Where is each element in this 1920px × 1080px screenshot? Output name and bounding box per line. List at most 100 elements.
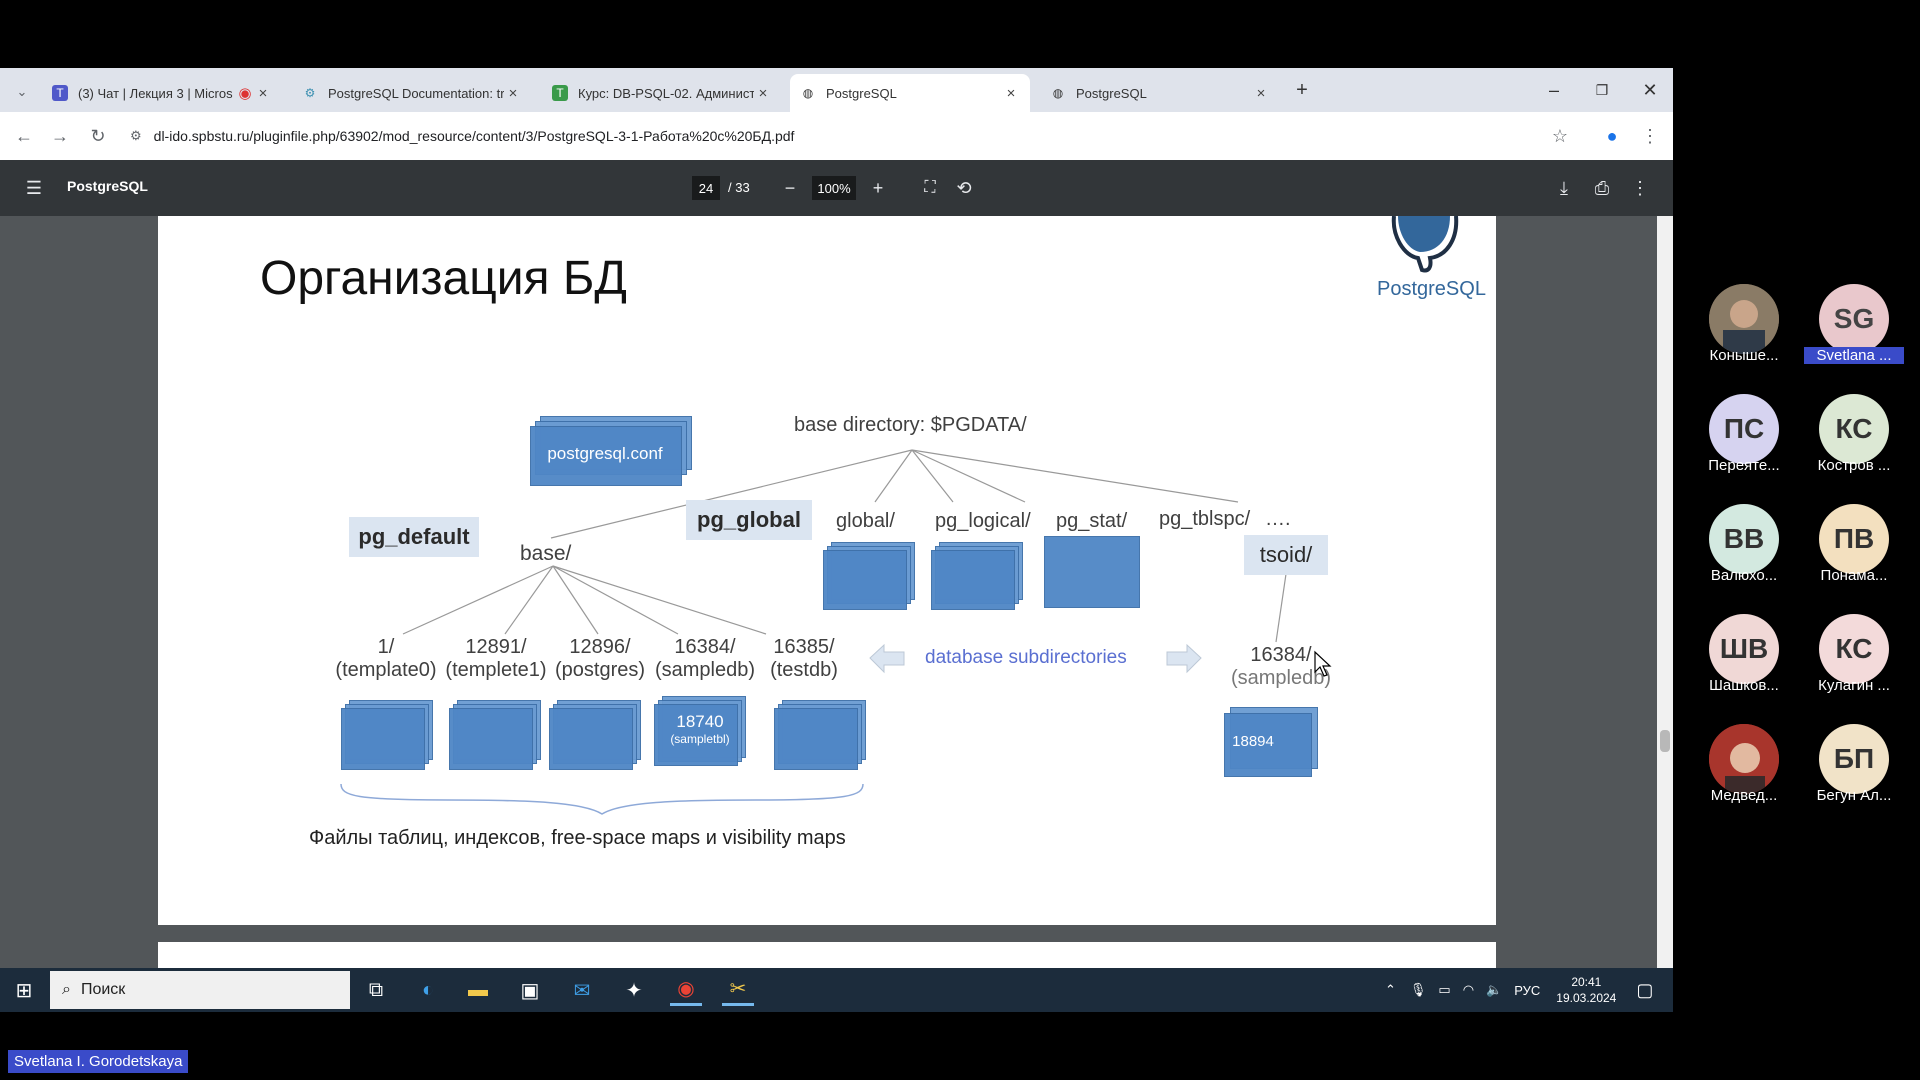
active-speaker-label: Svetlana I. Gorodetskaya [8, 1050, 189, 1073]
tray-chevron-icon[interactable]: ⌃ [1385, 982, 1396, 997]
tab-label: PostgreSQL [826, 85, 897, 101]
url-field[interactable]: ⚙ dl-ido.spbstu.ru/pluginfile.php/63902/… [130, 120, 1530, 152]
tab-course[interactable]: Т Курс: DB-PSQL-02. Администр × [542, 74, 782, 112]
participant-avatar[interactable]: КС [1819, 614, 1889, 684]
reload-button[interactable]: ↻ [90, 125, 106, 146]
tab-bar: ⌄ T (3) Чат | Лекция 3 | Micros ◉ × ⚙ Po… [0, 68, 1673, 112]
tab-postgres-docs[interactable]: ⚙ PostgreSQL Documentation: tr × [292, 74, 532, 112]
participant-name: Медвед... [1710, 787, 1778, 804]
scrollbar-thumb[interactable] [1660, 730, 1670, 752]
tablespace-db-dir: 16384/ (sampledb) [1226, 644, 1336, 690]
battery-icon[interactable]: ▭ [1438, 982, 1451, 997]
participant-avatar-photo[interactable] [1709, 724, 1779, 794]
next-pdf-page [158, 942, 1496, 968]
participant-avatar[interactable]: ПВ [1819, 504, 1889, 574]
notifications-icon[interactable]: ▢ [1636, 979, 1654, 1000]
new-tab-button[interactable]: + [1296, 78, 1308, 101]
close-icon[interactable]: × [758, 84, 768, 102]
restore-button[interactable]: ❐ [1595, 81, 1609, 98]
close-icon[interactable]: × [258, 84, 268, 102]
tab-postgresql-active[interactable]: ◍ PostgreSQL × [790, 74, 1030, 112]
template1-files-icon [449, 700, 541, 770]
bookmark-star-icon[interactable]: ☆ [1551, 125, 1569, 146]
rotate-icon[interactable]: ⟲ [956, 177, 972, 198]
directory-tree-lines [340, 449, 1287, 815]
pdf-viewer[interactable]: Организация БД PostgreSQL [0, 216, 1673, 968]
edge-icon[interactable]: ◐ [421, 978, 435, 1001]
zoom-input[interactable]: 100% [812, 176, 856, 200]
app-pinned-icon[interactable]: ✂ [722, 974, 754, 1006]
page-number-input[interactable]: 24 [692, 176, 720, 200]
db-oid: 16384/ [1250, 644, 1312, 666]
pg-stat-dir-label: pg_stat/ [1056, 510, 1128, 532]
participant-name: Валюхо... [1710, 567, 1778, 584]
close-window-button[interactable]: ✕ [1642, 79, 1658, 100]
menu-icon[interactable]: ⋮ [1641, 125, 1659, 146]
person-photo-icon [1709, 724, 1779, 794]
tab-postgresql[interactable]: ◍ PostgreSQL × [1040, 74, 1280, 112]
participant-avatar[interactable]: SG [1819, 284, 1889, 354]
microphone-icon[interactable]: 🎙 [1409, 982, 1427, 997]
pdf-toolbar: ☰ PostgreSQL 24 / 33 − 100% + ⛶ ⟲ ⤓ ⎙ ⋮ [0, 160, 1673, 216]
participant-avatar-photo[interactable] [1709, 284, 1779, 354]
pg-default-label: pg_default [349, 517, 479, 557]
mouse-cursor-icon [1314, 650, 1332, 677]
tab-label: PostgreSQL Documentation: tr [328, 85, 504, 101]
windows-taskbar: ⊞ ⌕ Поиск ⧉ ◐ ▬ ▣ ✉ ✦ ◉ ✂ ⌃ 🎙 ▭ ◠ 🔈 РУС … [0, 968, 1673, 1012]
file-explorer-icon[interactable]: ▬ [468, 978, 488, 1001]
db-dir-template0: 1/ (template0) [333, 636, 439, 682]
download-icon[interactable]: ⤓ [1560, 177, 1568, 198]
task-view-icon[interactable]: ⧉ [368, 978, 384, 1001]
forward-button[interactable]: → [51, 125, 69, 146]
back-button[interactable]: ← [15, 125, 33, 146]
db-dir-postgres: 12896/ (postgres) [551, 636, 649, 682]
volume-icon[interactable]: 🔈 [1486, 982, 1503, 997]
fit-page-icon[interactable]: ⛶ [924, 179, 936, 196]
language-indicator[interactable]: РУС [1514, 982, 1541, 998]
windows-start-icon[interactable]: ⊞ [15, 979, 33, 1002]
teams-icon: T [52, 85, 68, 101]
chrome-icon[interactable]: ◉ [670, 974, 702, 1006]
global-files-icon [823, 542, 915, 610]
participant-name: Переяте... [1708, 457, 1780, 474]
zoom-out-button[interactable]: − [784, 177, 796, 198]
mail-icon[interactable]: ✉ [573, 979, 591, 1002]
tab-search-icon[interactable]: ⌄ [16, 84, 28, 99]
db-oid: 16385/ [773, 636, 835, 658]
pdf-title: PostgreSQL [67, 178, 148, 194]
pg-tblspc-dir-label: pg_tblspc/ [1159, 508, 1251, 530]
postgresql-conf-label: postgresql.conf [547, 444, 663, 463]
participant-avatar[interactable]: ШВ [1709, 614, 1779, 684]
participant-avatar[interactable]: КС [1819, 394, 1889, 464]
close-icon[interactable]: × [1006, 84, 1016, 102]
db-oid: 16384/ [674, 636, 736, 658]
close-icon[interactable]: × [508, 84, 518, 102]
close-icon[interactable]: × [1256, 84, 1266, 102]
wifi-icon[interactable]: ◠ [1462, 982, 1475, 997]
tab-label: PostgreSQL [1076, 85, 1147, 101]
globe-icon: ◍ [1052, 86, 1064, 100]
database-subdirectories-label: database subdirectories [925, 647, 1127, 668]
scrollbar[interactable] [1657, 216, 1673, 968]
minimize-button[interactable]: – [1548, 79, 1559, 100]
app-icon[interactable]: ✦ [625, 979, 643, 1002]
tab-teams-chat[interactable]: T (3) Чат | Лекция 3 | Micros ◉ × [42, 74, 282, 112]
db-oid: 1/ [377, 636, 395, 658]
clock[interactable]: 20:41 19.03.2024 [1556, 974, 1616, 1006]
participant-avatar[interactable]: ПС [1709, 394, 1779, 464]
person-photo-icon [1709, 284, 1779, 354]
db-oid: 12891/ [465, 636, 527, 658]
tab-label: (3) Чат | Лекция 3 | Micros [78, 85, 233, 101]
hamburger-menu-icon[interactable]: ☰ [25, 177, 43, 198]
print-icon[interactable]: ⎙ [1594, 177, 1610, 198]
db-dir-testdb: 16385/ (testdb) [762, 636, 846, 682]
site-info-icon[interactable]: ⚙ [130, 128, 142, 143]
participant-avatar[interactable]: БП [1819, 724, 1889, 794]
taskbar-search[interactable]: ⌕ Поиск [50, 971, 350, 1009]
profile-icon[interactable]: ● [1606, 125, 1618, 146]
participant-avatar[interactable]: ВВ [1709, 504, 1779, 574]
more-options-icon[interactable]: ⋮ [1631, 177, 1649, 198]
zoom-in-button[interactable]: + [872, 177, 884, 198]
store-icon[interactable]: ▣ [520, 979, 540, 1002]
file-18740-label: 18740 [676, 712, 724, 731]
